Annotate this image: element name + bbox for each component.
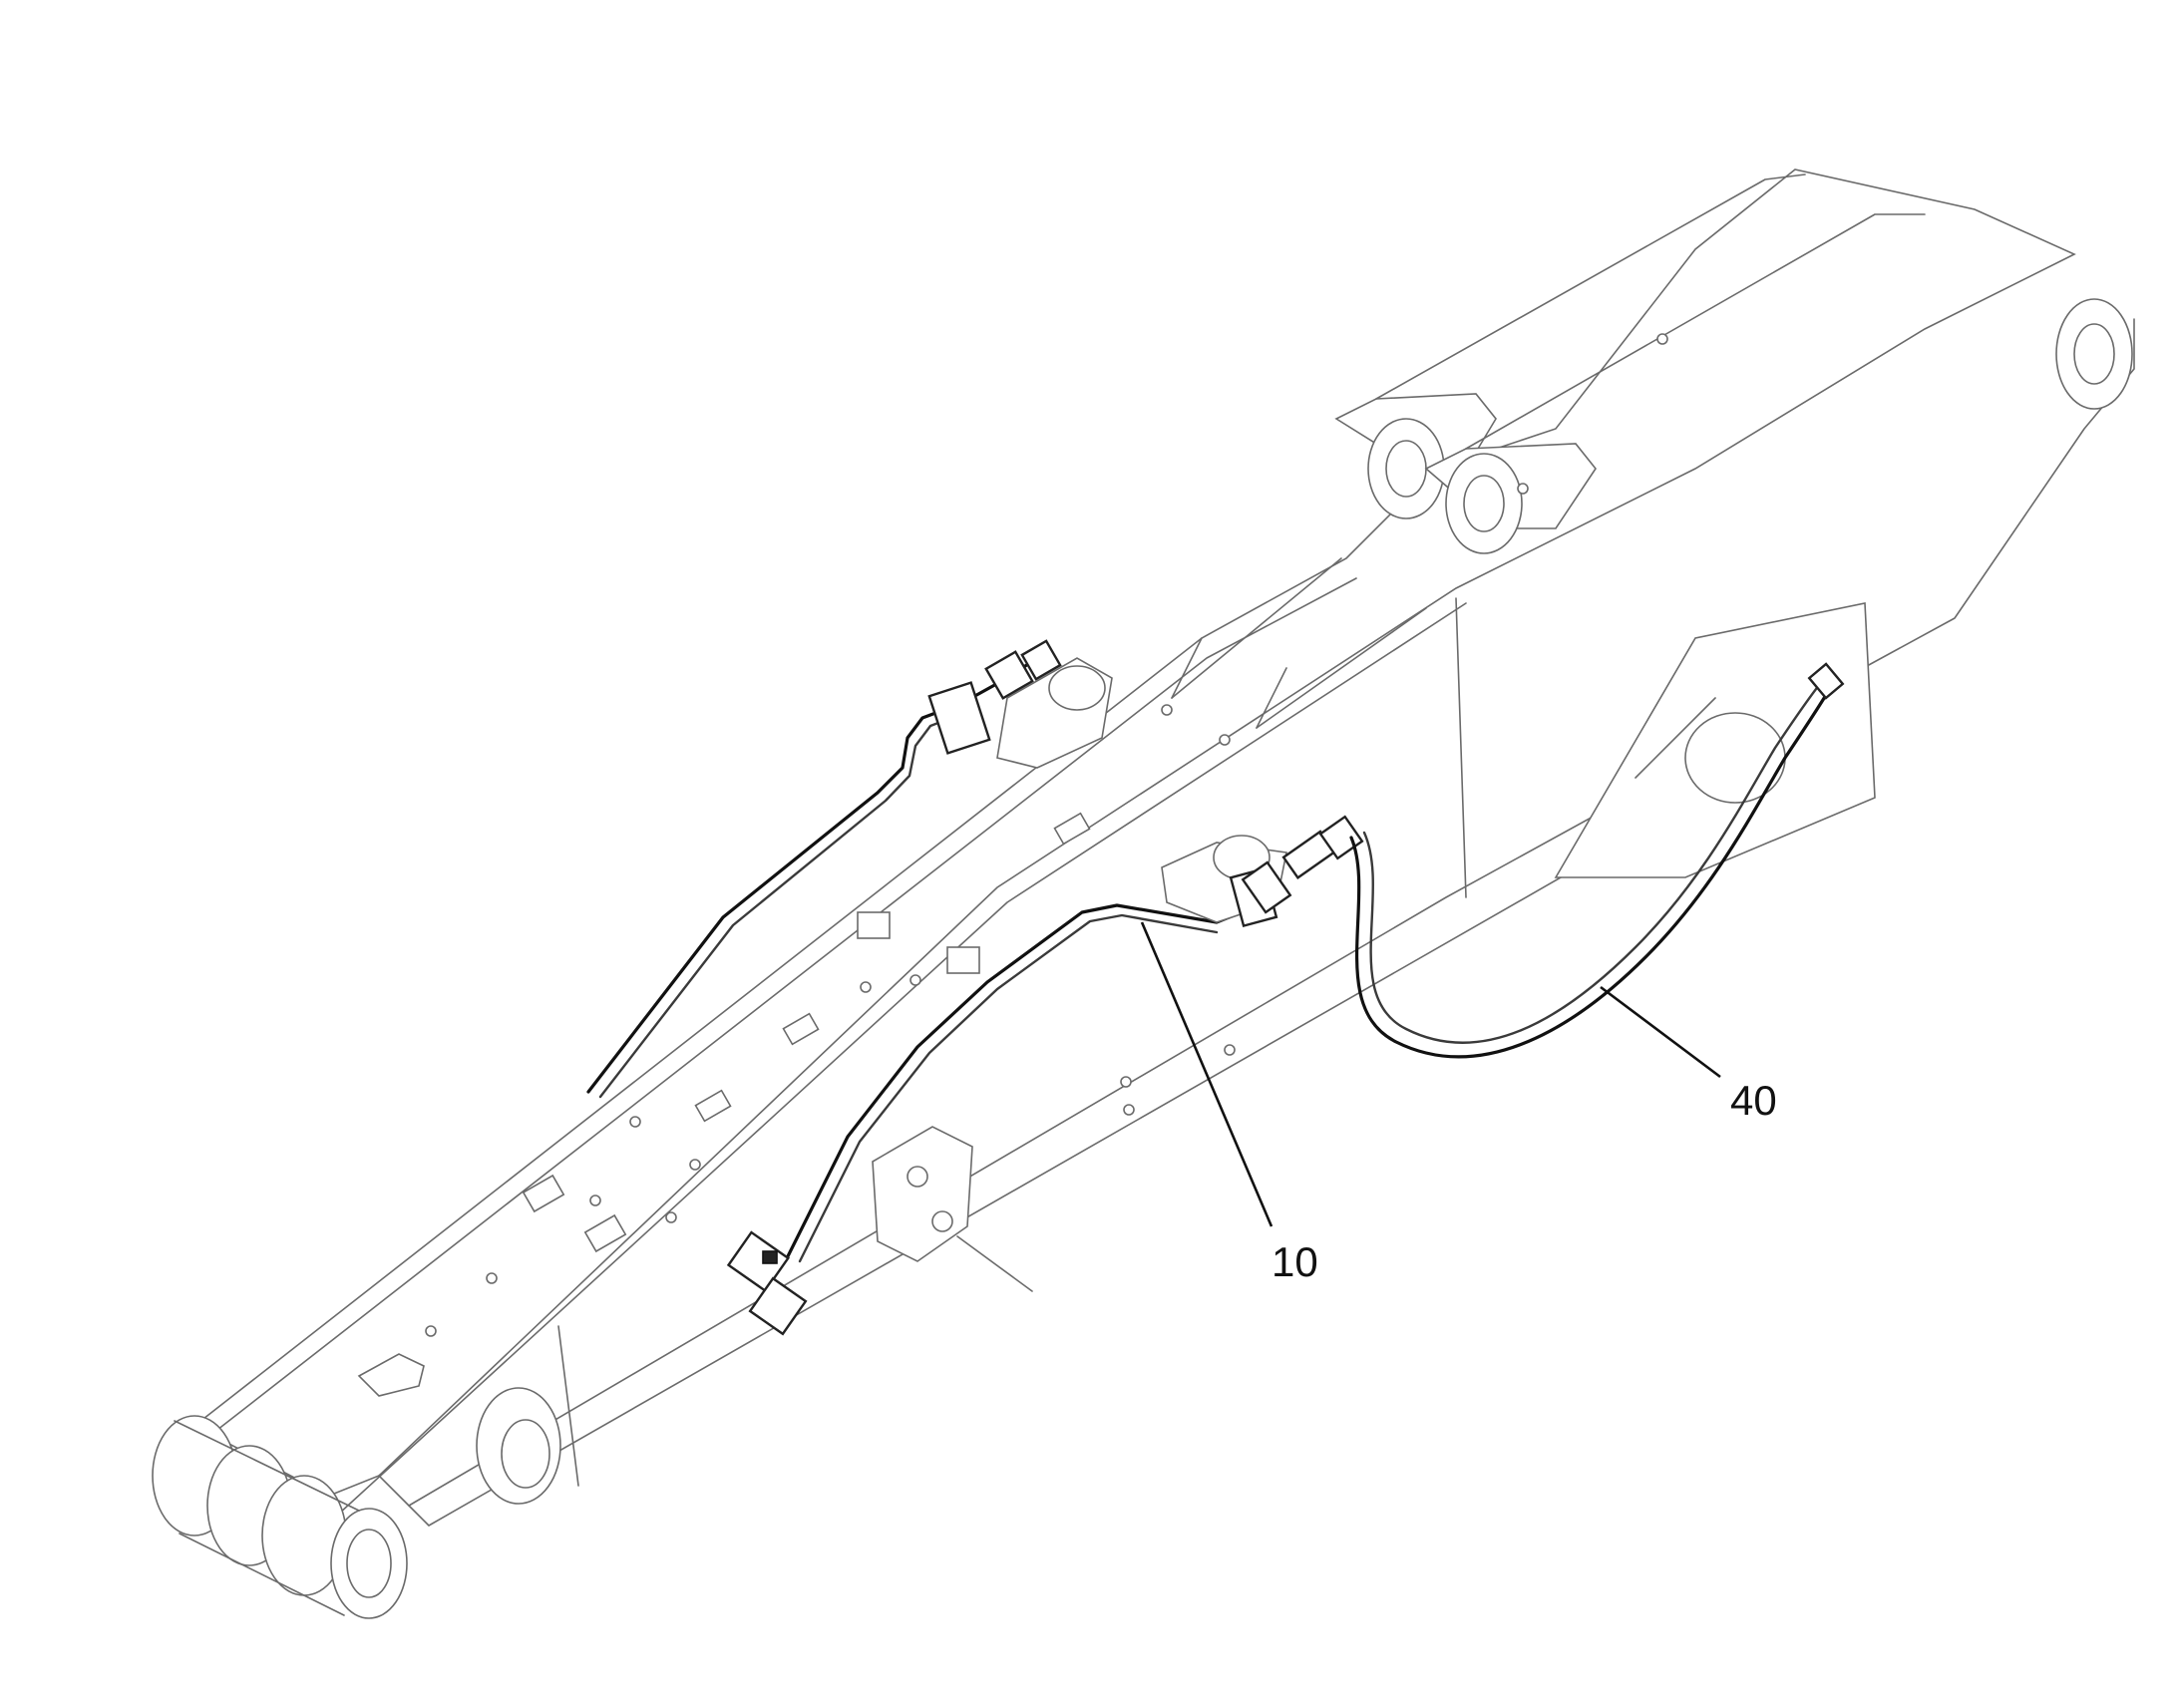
- callout-10-leader: [1140, 921, 1273, 1227]
- callout-10-label: 10: [1272, 1238, 1318, 1285]
- boom-side-web: [1554, 602, 1876, 878]
- center-valve: [872, 1126, 1033, 1292]
- callout-40-label: 40: [1730, 1077, 1777, 1124]
- upper-valve-block: [996, 657, 1113, 769]
- lower-valve-block: [1161, 835, 1287, 928]
- callout-40-leader: [1600, 985, 1721, 1079]
- hydraulic-pipe-assembly: [586, 639, 1364, 1336]
- hose-connector: [1241, 815, 1364, 914]
- pipe-end-fitting: [726, 1230, 808, 1336]
- boom-head-lugs: [1171, 173, 2133, 729]
- callout-10: 10: [1140, 921, 1318, 1285]
- boom-foot-pin: [152, 1415, 408, 1619]
- upper-rigid-pipe: [586, 656, 1039, 1094]
- boom-side-boss: [476, 1387, 561, 1505]
- callout-40: 40: [1600, 985, 1777, 1124]
- boom-body: [152, 169, 2135, 1619]
- flexible-hose: [1349, 662, 1845, 1059]
- upper-pipe-fitting: [927, 639, 1062, 755]
- top-plate-fittings: [357, 333, 1668, 1397]
